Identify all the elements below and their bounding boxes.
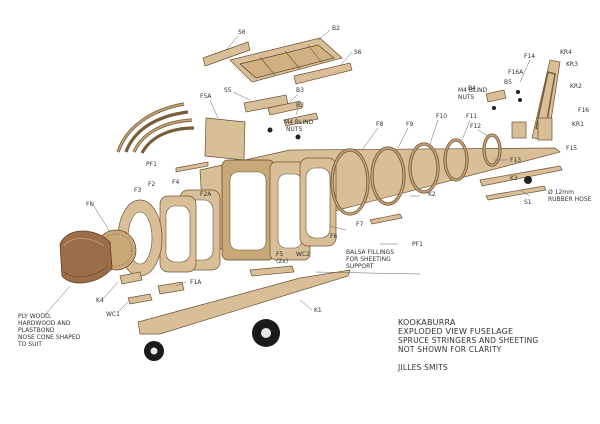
part-s6-right (293, 62, 353, 85)
label-wc1: WC1 (106, 311, 120, 318)
label-pf1-right: PF1 (412, 241, 423, 248)
label-ply-5: TO SUIT (17, 341, 42, 348)
label-f5a: F5A (200, 93, 212, 100)
label-f2: F2 (148, 181, 155, 188)
label-f10: F10 (436, 113, 447, 120)
label-f6: F6 (330, 233, 337, 240)
author-line: JILLES SMITS (398, 363, 448, 372)
label-f9: F9 (406, 121, 413, 128)
label-s5: S5 (224, 87, 232, 94)
label-wc2: WC2 (296, 251, 310, 258)
label-f12: F12 (470, 123, 481, 130)
title-block: KOOKABURRA EXPLODED VIEW FUSELAGE SPRUCE… (398, 318, 588, 372)
part-labels: S6 B2 S6 S5 B3 B3 F5A M4 BLIND NUTS M4 B… (17, 25, 592, 348)
label-f14: F14 (524, 53, 535, 60)
nose-cone (59, 230, 113, 284)
part-f14 (511, 121, 527, 139)
part-b2-inner (239, 44, 335, 79)
part-f5a (204, 117, 246, 161)
label-fn: FN (86, 201, 94, 208)
label-s1: S1 (524, 199, 532, 206)
part-s6-top (202, 41, 251, 67)
label-f11: F11 (466, 113, 477, 120)
label-f16a: F16A (508, 69, 524, 76)
label-k1: K1 (314, 307, 322, 314)
part-wc1 (127, 293, 153, 305)
part-f16 (537, 117, 553, 141)
label-f2a: F2A (200, 191, 212, 198)
note-line-1: SPRUCE STRINGERS AND SHEETING (398, 336, 539, 345)
label-f5-2: (2x) (276, 258, 288, 265)
label-m4-left-1: M4 BLIND (284, 119, 314, 126)
label-f8: F8 (376, 121, 383, 128)
part-b3b (283, 112, 319, 127)
blind-nut-right (295, 134, 301, 140)
hatch-assembly (202, 37, 353, 161)
label-kr2: KR2 (570, 83, 582, 90)
label-k3: K3 (510, 175, 518, 182)
part-f1a (157, 281, 185, 295)
label-b4: B4 (468, 85, 476, 92)
label-k2: K2 (428, 191, 436, 198)
part-pf1-right (369, 213, 403, 225)
label-m4-right-2: NUTS (458, 94, 475, 101)
label-hose: Ø 12mm (548, 189, 574, 196)
label-f13: F13 (510, 157, 521, 164)
label-ply-3: PLASTBOND (18, 327, 55, 334)
blind-nut-left (267, 127, 273, 133)
label-balsa-1: BALSA FILLINGS (346, 249, 394, 256)
label-f4: F4 (172, 179, 179, 186)
label-hose-2: RUBBER HOSE (548, 196, 592, 203)
label-f7: F7 (356, 221, 363, 228)
label-f15: F15 (566, 145, 577, 152)
label-kr1: KR1 (572, 121, 584, 128)
label-f3: F3 (134, 187, 141, 194)
label-b5: B5 (504, 79, 512, 86)
label-balsa-2: FOR SHEETING (346, 256, 391, 263)
part-k1 (137, 269, 351, 335)
label-kr3: KR3 (566, 61, 578, 68)
label-balsa-3: SUPPORT (346, 263, 374, 270)
title-line-2: EXPLODED VIEW FUSELAGE (398, 327, 514, 336)
label-m4-right-1: M4 BLIND (458, 87, 488, 94)
part-wc2 (249, 265, 295, 277)
label-f16: F16 (578, 107, 589, 114)
fuselage-frames (175, 59, 563, 261)
label-b3a: B3 (296, 87, 304, 94)
label-k4: K4 (96, 297, 104, 304)
nose-formers (95, 189, 221, 277)
part-k4-a (119, 271, 143, 285)
lower-parts (119, 265, 351, 361)
label-pf1-top: PF1 (146, 161, 157, 168)
leader-lines (43, 29, 531, 317)
label-ply-1: PLY WOOD, (18, 313, 52, 320)
part-k3 (479, 165, 563, 187)
label-s6-right: S6 (354, 49, 362, 56)
title-line-1: KOOKABURRA (398, 318, 456, 327)
label-s6-top: S6 (238, 29, 246, 36)
label-f5-1: F5 (276, 251, 283, 258)
label-ply-2: HARDWOOD AND (18, 320, 71, 327)
label-b2: B2 (332, 25, 340, 32)
part-s1 (485, 185, 547, 201)
label-ply-4: NOSE CONE SHAPED (18, 334, 81, 341)
rubber-hose (524, 176, 532, 184)
part-b3a (267, 100, 303, 116)
label-m4-left-2: NUTS (286, 126, 303, 133)
label-b3b: B3 (296, 102, 304, 109)
label-kr4: KR4 (560, 49, 572, 56)
canopy-ribs (116, 102, 195, 154)
part-b4 (485, 89, 507, 103)
part-pf1-top (175, 161, 209, 173)
label-f1a: F1A (190, 279, 202, 286)
note-line-2: NOT SHOWN FOR CLARITY (398, 345, 502, 354)
